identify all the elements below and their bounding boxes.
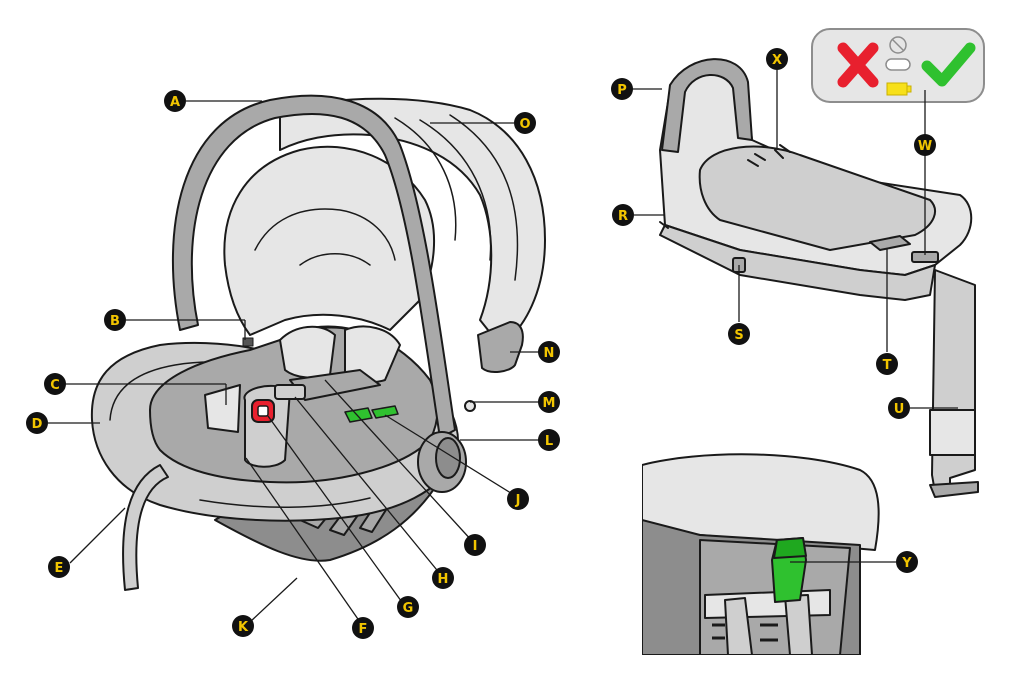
infant-carrier-illustration <box>90 94 546 591</box>
check-icon <box>921 42 976 87</box>
harness-buckle-slot <box>257 405 269 417</box>
svg-text:C: C <box>50 378 60 393</box>
callout-K: K <box>232 615 254 637</box>
callout-labels: A O B C D E K F G H I J L M N P R S T U … <box>26 48 936 639</box>
svg-text:E: E <box>55 561 64 576</box>
detail-harness-rail <box>704 589 831 619</box>
shoulder-strap-hook <box>122 464 169 591</box>
belt-guide-indicator <box>344 405 399 423</box>
svg-text:M: M <box>543 396 556 411</box>
callout-X: X <box>766 48 788 70</box>
base-isofix-arm <box>659 221 669 229</box>
svg-text:O: O <box>519 117 530 132</box>
callout-N: N <box>538 341 560 363</box>
svg-text:P: P <box>617 83 627 98</box>
callout-L: L <box>538 429 560 451</box>
svg-text:R: R <box>618 209 628 224</box>
base-anchor-points <box>747 144 791 167</box>
indicator-legend-panel <box>811 28 985 103</box>
callout-P: P <box>611 78 633 100</box>
svg-text:J: J <box>515 493 521 508</box>
detail-headrest-top <box>642 453 880 551</box>
callout-R: R <box>612 204 634 226</box>
detail-strap-right <box>784 594 813 655</box>
callout-leader-lines <box>48 70 958 623</box>
callout-F: F <box>352 617 374 639</box>
detail-slots <box>712 623 778 642</box>
shoulder-pad-left <box>279 325 336 379</box>
base-seat-well <box>698 145 936 251</box>
detail-view-illustration <box>642 453 880 655</box>
chest-clip <box>274 384 306 400</box>
svg-text:K: K <box>238 620 249 635</box>
handle-release-button <box>464 400 476 412</box>
svg-text:X: X <box>772 53 782 68</box>
callout-H: H <box>432 567 454 589</box>
support-leg-foot <box>929 481 979 498</box>
battery-icon <box>886 82 912 96</box>
callout-D: D <box>26 412 48 434</box>
svg-text:G: G <box>403 601 414 616</box>
svg-text:T: T <box>883 358 892 373</box>
side-pad <box>204 384 241 433</box>
callout-C: C <box>44 373 66 395</box>
callout-G: G <box>397 596 419 618</box>
cross-icon <box>837 42 879 88</box>
svg-text:D: D <box>32 417 43 432</box>
svg-text:L: L <box>545 434 553 449</box>
callout-E: E <box>48 556 70 578</box>
svg-text:I: I <box>473 539 478 554</box>
svg-text:H: H <box>438 572 449 587</box>
canopy-folds <box>394 114 519 281</box>
no-sign-icon <box>889 36 907 54</box>
svg-text:N: N <box>544 346 555 361</box>
handle-lock-marker <box>242 337 254 347</box>
carry-handle <box>171 94 456 439</box>
callout-J: J <box>507 488 529 510</box>
canopy-adjuster <box>477 321 524 373</box>
support-leg <box>931 269 976 493</box>
svg-text:S: S <box>734 328 743 343</box>
support-leg-collar <box>929 409 976 456</box>
callout-Y: Y <box>896 551 918 573</box>
callout-W: W <box>914 134 936 156</box>
callout-S: S <box>728 323 750 345</box>
base-lower-edge <box>659 224 936 301</box>
indicator-slot <box>885 58 911 71</box>
callout-A: A <box>164 90 186 112</box>
svg-text:W: W <box>918 139 932 154</box>
callout-B: B <box>104 309 126 331</box>
svg-text:U: U <box>894 402 905 417</box>
isofix-base-illustration <box>659 58 979 498</box>
carrier-headrest <box>223 145 435 336</box>
callout-U: U <box>888 397 910 419</box>
detail-strap-left <box>724 597 753 655</box>
callout-T: T <box>876 353 898 375</box>
base-release-button <box>869 235 911 251</box>
base-rear-frame <box>661 58 753 153</box>
callout-O: O <box>514 112 536 134</box>
handle-pivot-inner <box>435 437 461 479</box>
svg-text:F: F <box>359 622 368 637</box>
svg-text:B: B <box>110 314 120 329</box>
svg-text:Y: Y <box>901 556 912 571</box>
svg-text:A: A <box>170 95 180 110</box>
carrier-headrest-contour <box>254 208 396 266</box>
callout-M: M <box>538 391 560 413</box>
callout-I: I <box>464 534 486 556</box>
harness-adjuster-lever-top <box>773 537 807 559</box>
